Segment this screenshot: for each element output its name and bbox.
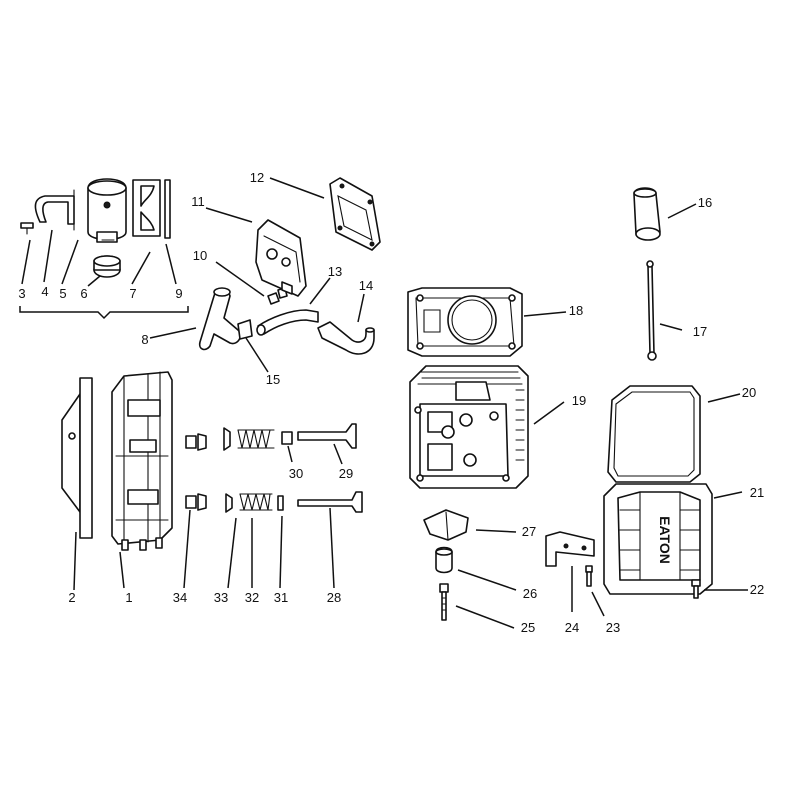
part-2-gasket-plate (61, 377, 93, 539)
leader-lines (21, 177, 748, 629)
part-9-gasket (164, 179, 171, 239)
part-25-rocker-stud (439, 583, 449, 621)
callout-23: 23 (606, 620, 620, 635)
callout-6: 6 (80, 286, 87, 301)
callout-10: 10 (193, 248, 207, 263)
callout-11: 11 (191, 194, 205, 209)
callout-24: 24 (565, 620, 579, 635)
part-30-valve-seal (281, 431, 293, 445)
part-15-plug (237, 319, 253, 340)
callout-16: 16 (698, 195, 712, 210)
part-33-retainer-upper (223, 427, 231, 451)
callout-2: 2 (68, 590, 75, 605)
callout-15: 15 (266, 372, 280, 387)
part-7-filter-element (132, 179, 161, 237)
part-11-breather-cover (255, 219, 307, 297)
part-24-guide-plate (545, 531, 595, 567)
part-13-breather-hose (256, 309, 319, 336)
part-17-pushrod (646, 260, 657, 361)
callout-9: 9 (175, 286, 182, 301)
part-3-screw (20, 222, 34, 235)
part-5-breather-housing (87, 178, 127, 243)
part-4-clamp (34, 189, 75, 231)
callout-18: 18 (569, 303, 583, 318)
part-19-cylinder-head (409, 365, 529, 489)
callout-34: 34 (173, 590, 187, 605)
callout-20: 20 (742, 385, 756, 400)
part-18-head-gasket (407, 287, 523, 357)
callout-31: 31 (274, 590, 288, 605)
part-21-valve-cover: EATON (603, 483, 713, 595)
part-27-rocker-arm (423, 509, 469, 541)
part-1-cylinder-head (111, 371, 173, 551)
part-28-intake-valve (297, 491, 363, 513)
callout-25: 25 (521, 620, 535, 635)
callout-32: 32 (245, 590, 259, 605)
part-29-exhaust-valve (297, 423, 357, 449)
part-34-keepers-upper (185, 433, 207, 451)
part-22-cover-bolt (691, 579, 701, 599)
callout-3: 3 (18, 286, 25, 301)
callout-13: 13 (328, 264, 342, 279)
callout-17: 17 (693, 324, 707, 339)
group-bracket (19, 306, 189, 320)
callout-14: 14 (359, 278, 373, 293)
callout-22: 22 (750, 582, 764, 597)
callout-26: 26 (523, 586, 537, 601)
part-12-cover-plate (329, 177, 381, 251)
callout-12: 12 (250, 170, 264, 185)
part-32-spring-lower (239, 493, 273, 511)
callout-7: 7 (129, 286, 136, 301)
part-16-pushrod-tube (633, 187, 661, 241)
part-34-keepers-lower (185, 493, 207, 511)
callout-1: 1 (125, 590, 132, 605)
callout-19: 19 (572, 393, 586, 408)
callout-4: 4 (41, 284, 48, 299)
part-8-elbow-tube (198, 287, 242, 351)
callout-33: 33 (214, 590, 228, 605)
callout-30: 30 (289, 466, 303, 481)
part-33-retainer-lower (225, 493, 233, 513)
part-6-grommet (93, 255, 121, 278)
callout-21: 21 (750, 485, 764, 500)
part-20-cover-gasket (607, 385, 701, 483)
callout-27: 27 (522, 524, 536, 539)
part-14-breather-tube (317, 321, 375, 355)
callout-numbers: 1 2 3 4 5 6 7 8 9 10 11 12 13 14 15 16 1… (18, 170, 764, 635)
cover-lettering: EATON (657, 516, 673, 564)
part-23-screw (585, 565, 593, 587)
callout-28: 28 (327, 590, 341, 605)
callout-5: 5 (59, 286, 66, 301)
part-26-pivot (435, 546, 453, 574)
callout-29: 29 (339, 466, 353, 481)
part-32-spring-upper (237, 429, 275, 449)
part-31-valve-rotator (277, 495, 284, 511)
callout-8: 8 (141, 332, 148, 347)
